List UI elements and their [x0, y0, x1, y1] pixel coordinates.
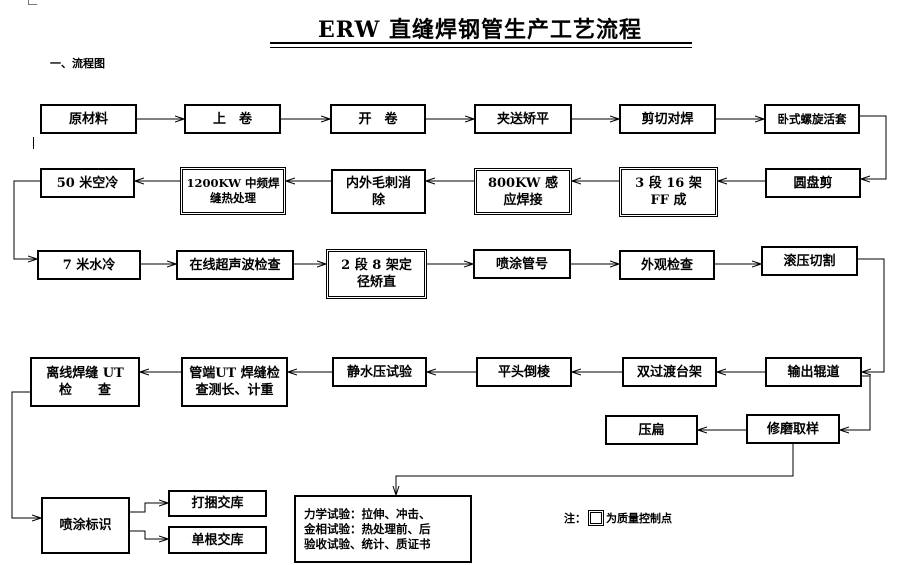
step-lab-tests: 力学试验：拉伸、冲击、 金相试验：热处理前、后 验收试验、统计、质证书 — [294, 495, 472, 563]
step-sizing: 2 段 8 架定 径矫直 — [326, 249, 427, 299]
step-paint-no: 喷涂管号 — [473, 249, 571, 279]
step-hydro-test: 静水压试验 — [332, 357, 427, 387]
step-mf-heat-treat: 1200KW 中频焊 缝热处理 — [180, 167, 286, 215]
step-visual-check: 外观检查 — [619, 250, 715, 280]
step-uncoiling: 上 卷 — [184, 104, 281, 134]
step-air-cool: 50 米空冷 — [40, 168, 135, 198]
step-induction-weld: 800KW 感 应焊接 — [474, 168, 572, 215]
arrow-looper-to-disc — [860, 115, 887, 179]
legend-note-prefix: 注： — [564, 512, 586, 525]
arrow-paintmark-to-single — [130, 530, 168, 539]
step-output-roller: 输出辊道 — [765, 357, 862, 387]
legend-note: 注： 为质量控制点 — [564, 510, 672, 526]
control-point-symbol — [588, 510, 604, 526]
step-water-cool: 7 米水冷 — [37, 250, 141, 280]
legend-note-text: 为质量控制点 — [606, 512, 672, 525]
step-paint-mark: 喷涂标识 — [41, 497, 130, 554]
arrow-offlineut-to-paintmark — [11, 391, 41, 518]
step-deburr: 内外毛刺消 除 — [331, 169, 426, 214]
step-face-bevel: 平头倒棱 — [476, 357, 572, 387]
step-online-ut: 在线超声波检查 — [176, 250, 294, 280]
arrow-rollcut-to-output — [858, 258, 885, 372]
arrow-aircool-to-watercool — [13, 180, 40, 259]
step-pinch-level: 夹送矫平 — [474, 104, 572, 134]
step-disc-shear: 圆盘剪 — [765, 168, 861, 198]
step-end-ut: 管端UT 焊缝检 查测长、计重 — [181, 357, 288, 407]
text-cursor — [33, 137, 34, 149]
step-roll-cut: 滚压切割 — [761, 246, 858, 276]
arrow-paintmark-to-bundle — [130, 503, 168, 513]
step-spiral-looper: 卧式螺旋活套 — [764, 104, 860, 134]
step-raw-material: 原材料 — [40, 104, 137, 134]
step-grind-sample: 修磨取样 — [746, 414, 840, 444]
step-shear-weld: 剪切对焊 — [619, 104, 716, 134]
step-double-transfer: 双过渡台架 — [622, 357, 717, 387]
step-bundle-store: 打捆交库 — [168, 490, 267, 517]
arrow-output-to-grind — [840, 375, 871, 430]
title-underline — [270, 42, 692, 44]
step-single-store: 单根交库 — [168, 526, 267, 554]
page-corner-mark — [28, 0, 37, 5]
step-uncoil-open: 开 卷 — [330, 104, 426, 134]
step-forming: 3 段 16 架 FF 成 — [619, 167, 718, 217]
title-underline-thin — [270, 47, 692, 48]
section-heading: 一、流程图 — [50, 57, 105, 70]
arrow-grind-to-labtests — [396, 441, 794, 495]
step-flatten: 压扁 — [605, 415, 698, 445]
step-offline-ut: 离线焊缝 UT 检 查 — [30, 357, 140, 407]
page-title: ERW 直缝焊钢管生产工艺流程 — [318, 17, 642, 43]
